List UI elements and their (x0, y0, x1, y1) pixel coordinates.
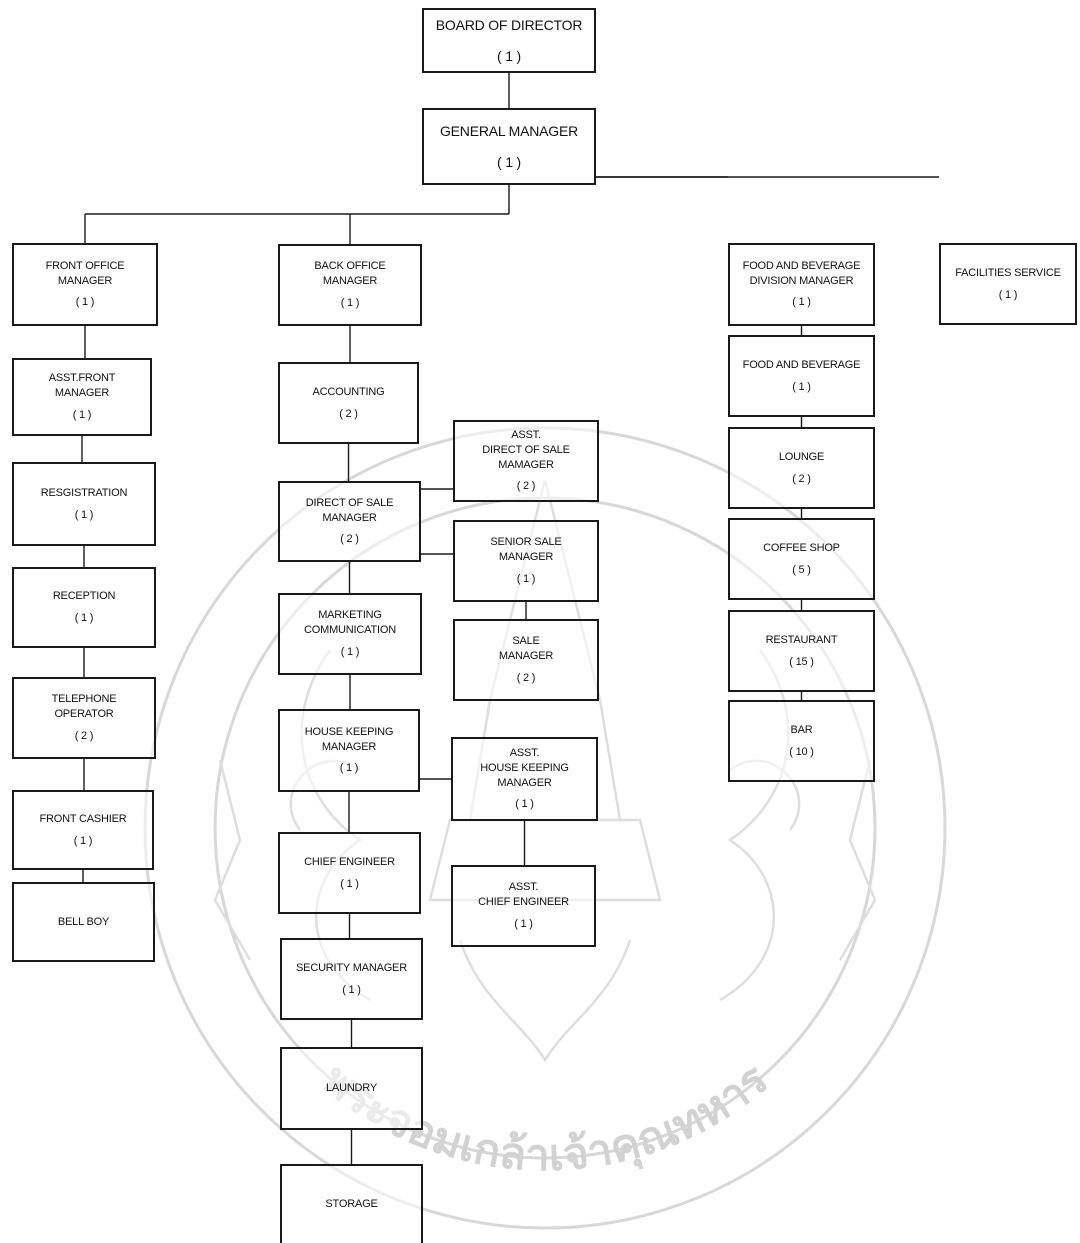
node-label: FRONT CASHIER (39, 812, 127, 825)
node-general-manager[interactable]: GENERAL MANAGER ( 1 ) (422, 108, 596, 185)
node-accounting[interactable]: ACCOUNTING ( 2 ) (278, 362, 419, 444)
node-restaurant[interactable]: RESTAURANT ( 15 ) (728, 610, 875, 692)
node-board-of-director[interactable]: BOARD OF DIRECTOR ( 1 ) (422, 8, 596, 73)
node-label: BACK OFFICE MANAGER (314, 260, 386, 288)
node-asst-chief-engineer[interactable]: ASST. CHIEF ENGINEER ( 1 ) (451, 865, 596, 947)
node-label: RESGISTRATION (40, 486, 128, 499)
node-count: ( 2 ) (516, 480, 536, 493)
node-label: HOUSE KEEPING MANAGER (304, 725, 394, 753)
node-count: ( 1 ) (514, 917, 533, 930)
node-count: ( 2 ) (74, 729, 94, 742)
node-asst-direct-of-sale-manager[interactable]: ASST. DIRECT OF SALE MAMAGER ( 2 ) (453, 420, 599, 502)
node-label: FRONT OFFICE MANAGER (45, 259, 125, 287)
node-count: ( 1 ) (792, 380, 811, 393)
node-count: ( 1 ) (75, 296, 95, 309)
node-back-office-manager[interactable]: BACK OFFICE MANAGER ( 1 ) (278, 244, 422, 326)
node-count: ( 1 ) (340, 296, 360, 309)
node-label: RECEPTION (52, 590, 116, 603)
node-label: DIRECT OF SALE MANAGER (305, 496, 394, 524)
node-direct-of-sale-manager[interactable]: DIRECT OF SALE MANAGER ( 2 ) (278, 481, 421, 562)
node-count: ( 15 ) (789, 655, 814, 668)
node-label: MARKETING COMMUNICATION (304, 609, 396, 637)
node-count: ( 1 ) (339, 762, 359, 775)
node-count: ( 2 ) (339, 407, 358, 420)
node-storage[interactable]: STORAGE (280, 1164, 423, 1243)
node-label: LAUNDRY (326, 1082, 377, 1095)
node-label: FACILITIES SERVICE (955, 266, 1061, 279)
node-count: ( 5 ) (792, 563, 811, 576)
node-count: ( 1 ) (515, 798, 534, 811)
node-label: ASST. HOUSE KEEPING MANAGER (480, 746, 569, 789)
node-label: RESTAURANT (765, 633, 838, 646)
node-bar[interactable]: BAR ( 10 ) (728, 700, 875, 782)
node-security-manager[interactable]: SECURITY MANAGER ( 1 ) (280, 938, 423, 1020)
node-front-cashier[interactable]: FRONT CASHIER ( 1 ) (12, 790, 154, 870)
node-label: SALE MANAGER (498, 635, 554, 663)
node-label: LOUNGE (778, 450, 825, 463)
node-count: ( 1 ) (497, 153, 521, 170)
node-label: ASST.FRONT MANAGER (48, 372, 116, 400)
node-count: ( 1 ) (998, 288, 1018, 301)
node-label: TELEPHONE OPERATOR (51, 693, 117, 721)
node-facilities-service[interactable]: FACILITIES SERVICE ( 1 ) (939, 243, 1077, 325)
node-senior-sale-manager[interactable]: SENIOR SALE MANAGER ( 1 ) (453, 520, 599, 602)
node-count: ( 1 ) (342, 983, 361, 996)
node-label: ACCOUNTING (312, 385, 385, 398)
node-coffee-shop[interactable]: COFFEE SHOP ( 5 ) (728, 518, 875, 600)
node-label: ASST. DIRECT OF SALE MAMAGER (482, 428, 570, 471)
node-label: CHIEF ENGINEER (304, 855, 395, 868)
node-count: ( 1 ) (74, 612, 94, 624)
node-front-office-manager[interactable]: FRONT OFFICE MANAGER ( 1 ) (12, 243, 158, 326)
node-label: BAR (790, 723, 813, 736)
node-registration[interactable]: RESGISTRATION ( 1 ) (12, 462, 156, 546)
node-count: ( 10 ) (789, 745, 814, 758)
node-count: ( 1 ) (74, 508, 94, 521)
node-label: ASST. CHIEF ENGINEER (478, 881, 569, 909)
node-asst-front-manager[interactable]: ASST.FRONT MANAGER ( 1 ) (12, 358, 152, 436)
node-count: ( 2 ) (340, 533, 359, 546)
node-bell-boy[interactable]: BELL BOY (12, 882, 155, 962)
node-count: ( 1 ) (497, 47, 521, 64)
node-label: SENIOR SALE MANAGER (490, 536, 562, 564)
node-marketing-communication[interactable]: MARKETING COMMUNICATION ( 1 ) (278, 593, 422, 675)
node-count: ( 2 ) (792, 472, 811, 485)
node-asst-house-keeping-manager[interactable]: ASST. HOUSE KEEPING MANAGER ( 1 ) (451, 737, 598, 821)
node-count: ( 1 ) (72, 408, 92, 421)
node-laundry[interactable]: LAUNDRY (280, 1047, 423, 1130)
node-label: FOOD AND BEVERAGE DIVISION MANAGER (742, 259, 861, 287)
node-label: BOARD OF DIRECTOR (435, 16, 583, 33)
node-telephone-operator[interactable]: TELEPHONE OPERATOR ( 2 ) (12, 677, 156, 759)
node-fb-division-manager[interactable]: FOOD AND BEVERAGE DIVISION MANAGER ( 1 ) (728, 243, 875, 326)
node-sale-manager[interactable]: SALE MANAGER ( 2 ) (453, 619, 599, 701)
node-label: COFFEE SHOP (763, 541, 840, 554)
node-count: ( 2 ) (516, 671, 536, 684)
node-label: FOOD AND BEVERAGE (742, 358, 861, 371)
node-food-and-beverage[interactable]: FOOD AND BEVERAGE ( 1 ) (728, 335, 875, 417)
node-count: ( 1 ) (340, 877, 359, 890)
node-label: GENERAL MANAGER (439, 122, 579, 139)
node-count: ( 1 ) (516, 572, 536, 585)
node-house-keeping-manager[interactable]: HOUSE KEEPING MANAGER ( 1 ) (278, 709, 420, 792)
node-count: ( 1 ) (340, 645, 360, 658)
node-lounge[interactable]: LOUNGE ( 2 ) (728, 427, 875, 509)
node-count: ( 1 ) (73, 834, 93, 847)
node-reception[interactable]: RECEPTION ( 1 ) (12, 567, 156, 648)
node-chief-engineer[interactable]: CHIEF ENGINEER ( 1 ) (278, 832, 421, 914)
node-count: ( 1 ) (792, 296, 811, 309)
node-label: STORAGE (325, 1198, 378, 1211)
node-label: BELL BOY (57, 915, 110, 928)
node-label: SECURITY MANAGER (296, 961, 407, 974)
